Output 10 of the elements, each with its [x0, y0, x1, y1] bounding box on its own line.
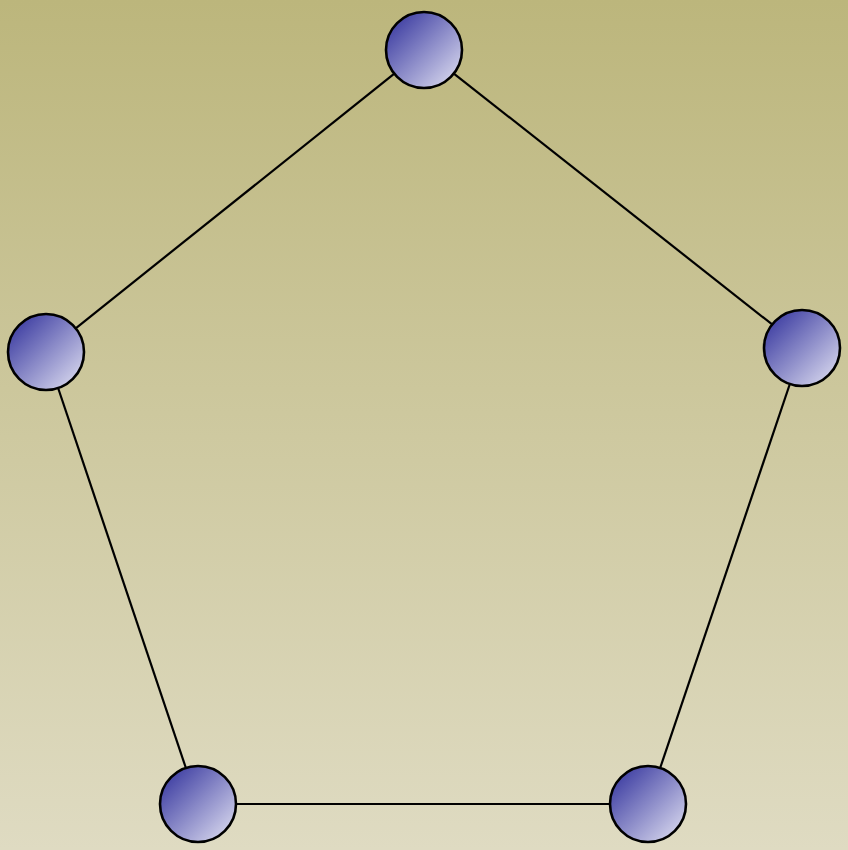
connector-line	[75, 72, 395, 330]
circle-node	[158, 764, 238, 844]
circle-node	[6, 312, 86, 392]
circle-node	[762, 308, 842, 388]
connector-line	[57, 387, 187, 769]
circle-node	[608, 764, 688, 844]
connector-line	[659, 383, 791, 769]
circle-node	[384, 10, 464, 90]
connector-line	[453, 72, 773, 326]
connector-line	[236, 802, 610, 806]
